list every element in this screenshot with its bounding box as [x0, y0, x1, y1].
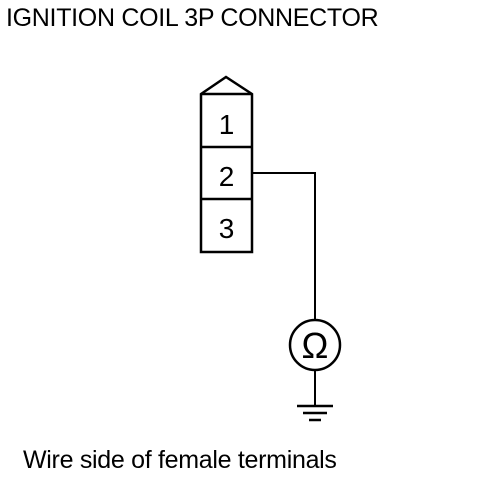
pin-2-label: 2	[219, 161, 235, 192]
diagram-title: IGNITION COIL 3P CONNECTOR	[6, 4, 379, 32]
pin-3-label: 3	[219, 213, 235, 244]
pin-1-label: 1	[219, 109, 235, 140]
ohm-icon: Ω	[288, 318, 342, 372]
ohmmeter-symbol: Ω	[302, 325, 329, 366]
diagram-caption: Wire side of female terminals	[23, 446, 337, 474]
ground-icon	[297, 404, 333, 422]
wire-pin2-to-ohmmeter	[252, 172, 316, 320]
